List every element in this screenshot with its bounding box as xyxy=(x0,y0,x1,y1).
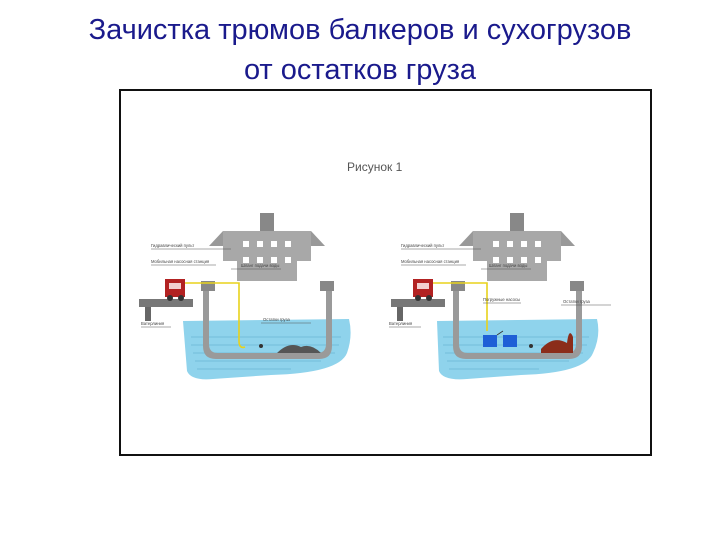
left-water xyxy=(183,319,351,380)
left-residue xyxy=(277,345,321,353)
left-pier xyxy=(139,299,193,307)
slide-title: Зачистка трюмов балкеров и сухогрузов от… xyxy=(0,10,720,90)
right-water xyxy=(437,319,599,380)
right-hose xyxy=(433,282,488,331)
left-label-waterline: Ватерлиния xyxy=(141,321,164,326)
left-crane xyxy=(209,213,325,281)
left-truck xyxy=(165,279,185,301)
left-label-unit: Мобильная насосная станция xyxy=(151,259,209,264)
right-label-gun: Гидравлический пульт xyxy=(401,243,444,248)
right-label-unit: Мобильная насосная станция xyxy=(401,259,459,264)
right-label-pump: Погружные насосы xyxy=(483,297,520,302)
left-label-hose: Шланг подачи воды xyxy=(241,263,279,268)
right-label-residue: Остатки груза xyxy=(563,299,591,304)
right-diagram: Гидравлический пульт Мобильная насосная … xyxy=(389,213,611,380)
right-label-waterline: Ватерлиния xyxy=(389,321,412,326)
title-line-2: от остатков груза xyxy=(243,54,477,86)
right-truck xyxy=(413,279,433,301)
figure-caption: Рисунок 1 xyxy=(347,160,403,174)
right-residue xyxy=(541,333,573,353)
right-pier xyxy=(391,299,445,307)
right-crane xyxy=(459,213,575,281)
left-label-gun: Гидравлический пульт xyxy=(151,243,194,248)
figure-drawing: Рисунок 1 xyxy=(139,160,611,380)
left-diagram: Гидравлический пульт Мобильная насосная … xyxy=(139,213,351,380)
title-line-1: Зачистка трюмов балкеров и сухогрузов xyxy=(88,14,632,46)
left-hose xyxy=(185,282,246,349)
left-label-residue: Остатки груза xyxy=(263,317,291,322)
figure-frame: Рисунок 1 xyxy=(119,89,652,456)
right-pumps xyxy=(483,330,517,347)
right-label-hose: Шланг подачи воды xyxy=(489,263,527,268)
